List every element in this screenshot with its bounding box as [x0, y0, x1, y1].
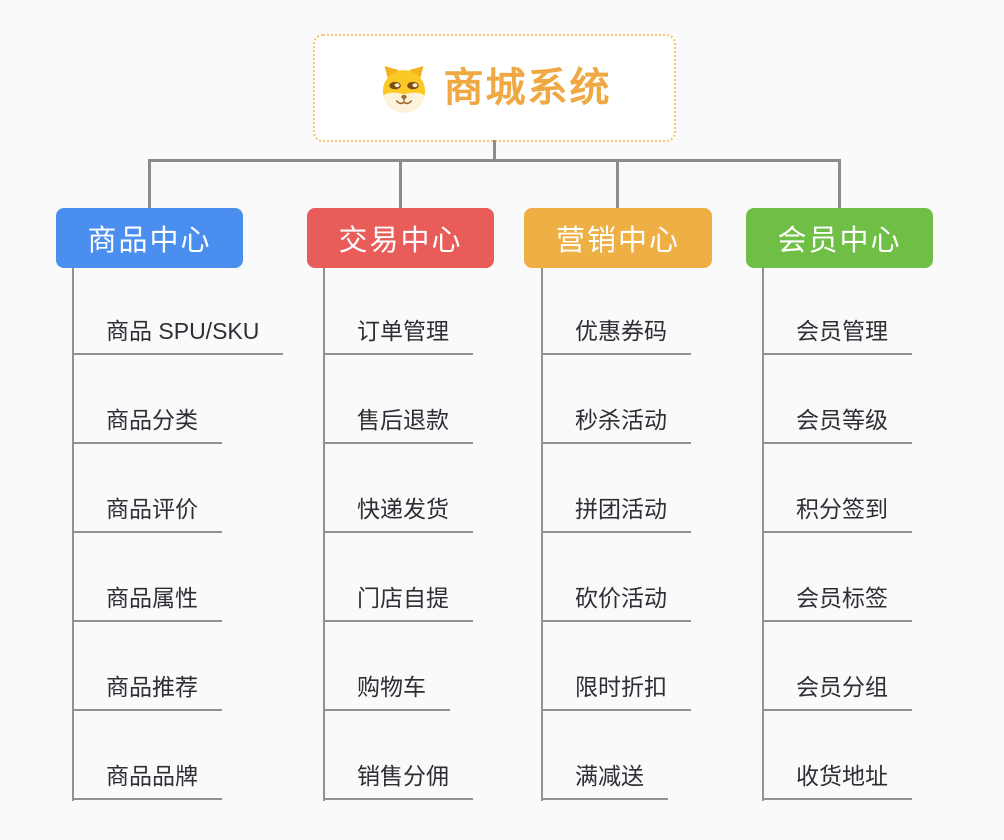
mindmap-item[interactable]: 收货地址 — [762, 711, 912, 800]
branch-items-member: 会员管理 会员等级 积分签到 会员标签 会员分组 收货地址 — [762, 266, 912, 800]
mindmap-item[interactable]: 会员管理 — [762, 266, 912, 355]
connector-drop — [838, 159, 841, 209]
branch-node-trade[interactable]: 交易中心 — [307, 208, 494, 268]
mindmap-item[interactable]: 商品分类 — [72, 355, 222, 444]
connector-drop — [616, 159, 619, 209]
connector-root-stem — [493, 140, 496, 161]
mindmap-item[interactable]: 商品评价 — [72, 444, 222, 533]
mindmap-item[interactable]: 砍价活动 — [541, 533, 691, 622]
mindmap-item[interactable]: 限时折扣 — [541, 622, 691, 711]
mindmap-item[interactable]: 售后退款 — [323, 355, 473, 444]
branch-node-product[interactable]: 商品中心 — [56, 208, 243, 268]
mindmap-item[interactable]: 门店自提 — [323, 533, 473, 622]
mindmap-item[interactable]: 拼团活动 — [541, 444, 691, 533]
mindmap-item[interactable]: 订单管理 — [323, 266, 473, 355]
branch-spine — [72, 268, 74, 801]
doge-icon — [382, 66, 425, 113]
mindmap-item[interactable]: 会员分组 — [762, 622, 912, 711]
branch-node-marketing[interactable]: 营销中心 — [524, 208, 712, 268]
connector-drop — [399, 159, 402, 209]
branch-items-product: 商品 SPU/SKU 商品分类 商品评价 商品属性 商品推荐 商品品牌 — [72, 266, 284, 800]
branch-spine — [323, 268, 325, 801]
root-node[interactable]: 商城系统 — [313, 34, 676, 142]
mindmap-item[interactable]: 商品属性 — [72, 533, 222, 622]
mindmap-item[interactable]: 购物车 — [323, 622, 450, 711]
mindmap-item[interactable]: 商品 SPU/SKU — [72, 266, 284, 355]
branch-label: 交易中心 — [338, 225, 463, 257]
mindmap-item[interactable]: 优惠券码 — [541, 266, 691, 355]
mindmap-item[interactable]: 商品品牌 — [72, 711, 222, 800]
branch-node-member[interactable]: 会员中心 — [746, 208, 933, 268]
branch-spine — [762, 268, 764, 801]
branch-spine — [541, 268, 543, 801]
mindmap-item[interactable]: 满减送 — [541, 711, 668, 800]
mindmap-item[interactable]: 销售分佣 — [323, 711, 473, 800]
branch-label: 商品中心 — [87, 225, 212, 257]
connector-drop — [148, 159, 151, 209]
branch-items-marketing: 优惠券码 秒杀活动 拼团活动 砍价活动 限时折扣 满减送 — [541, 266, 691, 800]
mindmap-item[interactable]: 商品推荐 — [72, 622, 222, 711]
branch-label: 会员中心 — [777, 225, 902, 257]
connector-horizontal — [148, 159, 841, 162]
mindmap-item[interactable]: 秒杀活动 — [541, 355, 691, 444]
branch-items-trade: 订单管理 售后退款 快递发货 门店自提 购物车 销售分佣 — [323, 266, 473, 800]
mindmap-item[interactable]: 快递发货 — [323, 444, 473, 533]
mindmap-item[interactable]: 会员标签 — [762, 533, 912, 622]
root-title: 商城系统 — [443, 66, 612, 110]
mindmap-item[interactable]: 积分签到 — [762, 444, 912, 533]
branch-label: 营销中心 — [555, 225, 680, 257]
mindmap-item[interactable]: 会员等级 — [762, 355, 912, 444]
